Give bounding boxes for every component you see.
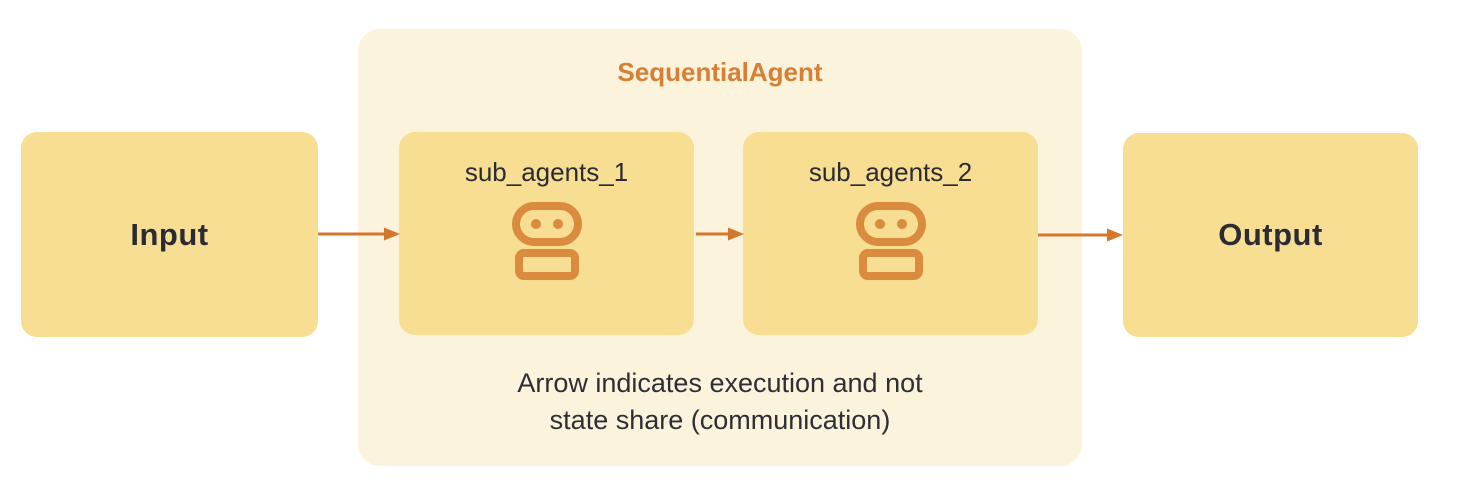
- sub-agent-2-label: sub_agents_2: [808, 157, 973, 187]
- robot-icon: [855, 202, 926, 280]
- caption-text: Arrow indicates execution and not state …: [358, 365, 1082, 439]
- input-node: Input: [21, 132, 318, 337]
- caption-line-1: Arrow indicates execution and not: [517, 368, 923, 398]
- robot-icon: [511, 202, 582, 280]
- input-label: Input: [130, 216, 209, 252]
- sub-agent-1-label: sub_agents_1: [464, 157, 629, 187]
- sequential-agent-container: SequentialAgent sub_agents_1 sub_agents_…: [358, 29, 1082, 466]
- caption-line-2: state share (communication): [549, 405, 891, 435]
- sub-agent-1-node: sub_agents_1: [399, 132, 694, 335]
- output-node: Output: [1123, 133, 1418, 337]
- sequential-agent-title: SequentialAgent: [617, 57, 823, 87]
- sub-agent-2-node: sub_agents_2: [743, 132, 1038, 335]
- output-label: Output: [1218, 217, 1323, 252]
